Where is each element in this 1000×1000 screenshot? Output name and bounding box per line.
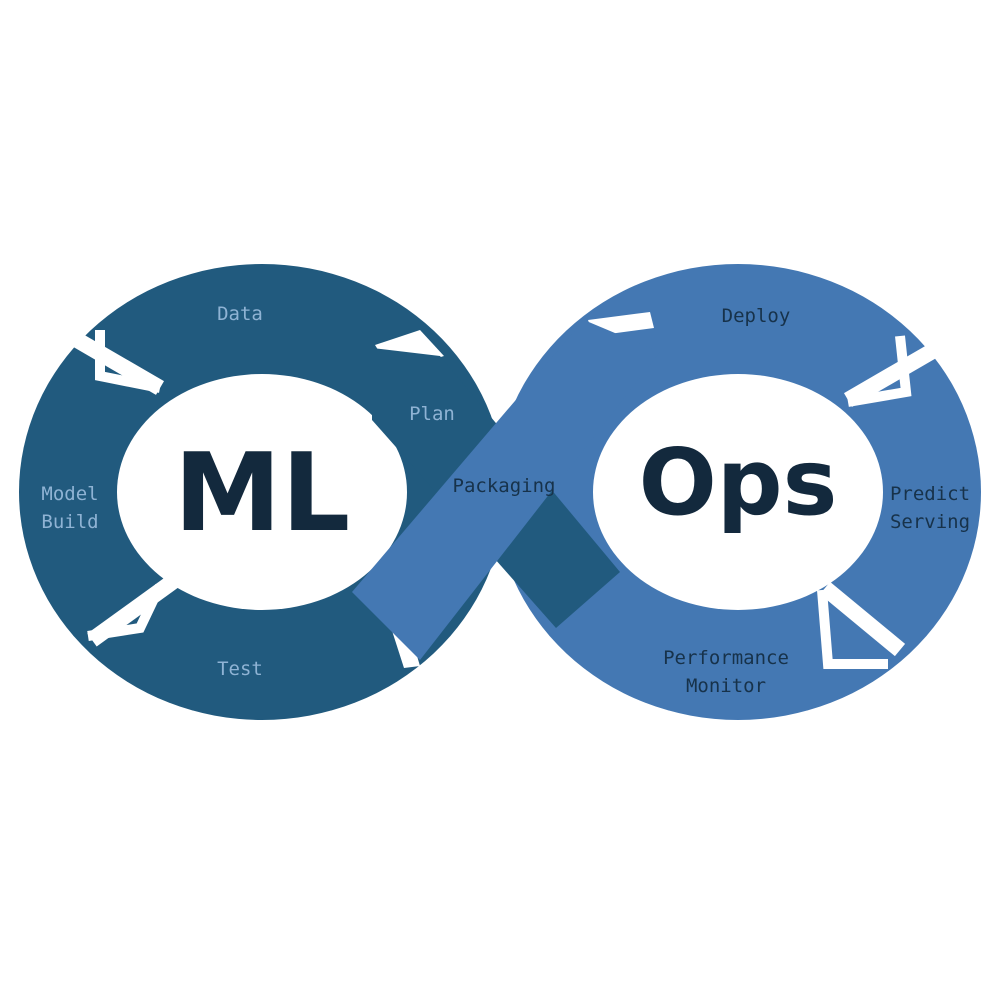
left-upper-gap	[95, 330, 161, 393]
segment-label-predict: Predict	[890, 483, 970, 505]
right-lower-gap	[817, 589, 888, 669]
segment-label-packaging: Packaging	[453, 475, 556, 497]
inner-edge-accents	[87, 330, 912, 669]
segment-label-performance: Performance	[663, 647, 789, 669]
ops-center-label: Ops	[639, 429, 838, 536]
segment-label-test: Test	[217, 658, 263, 680]
segment-label-serving: Serving	[890, 511, 970, 533]
ml-center-label: ML	[174, 431, 350, 556]
segment-label-build: Build	[41, 511, 98, 533]
left-lower-gap	[87, 583, 165, 641]
right-upper-gap	[847, 335, 912, 407]
segment-label-plan: Plan	[409, 403, 455, 425]
segment-label-model: Model	[41, 483, 98, 505]
segment-label-data: Data	[217, 303, 263, 325]
segment-label-monitor: Monitor	[686, 675, 766, 697]
packaging-band	[352, 320, 660, 660]
segment-label-deploy: Deploy	[722, 305, 791, 327]
